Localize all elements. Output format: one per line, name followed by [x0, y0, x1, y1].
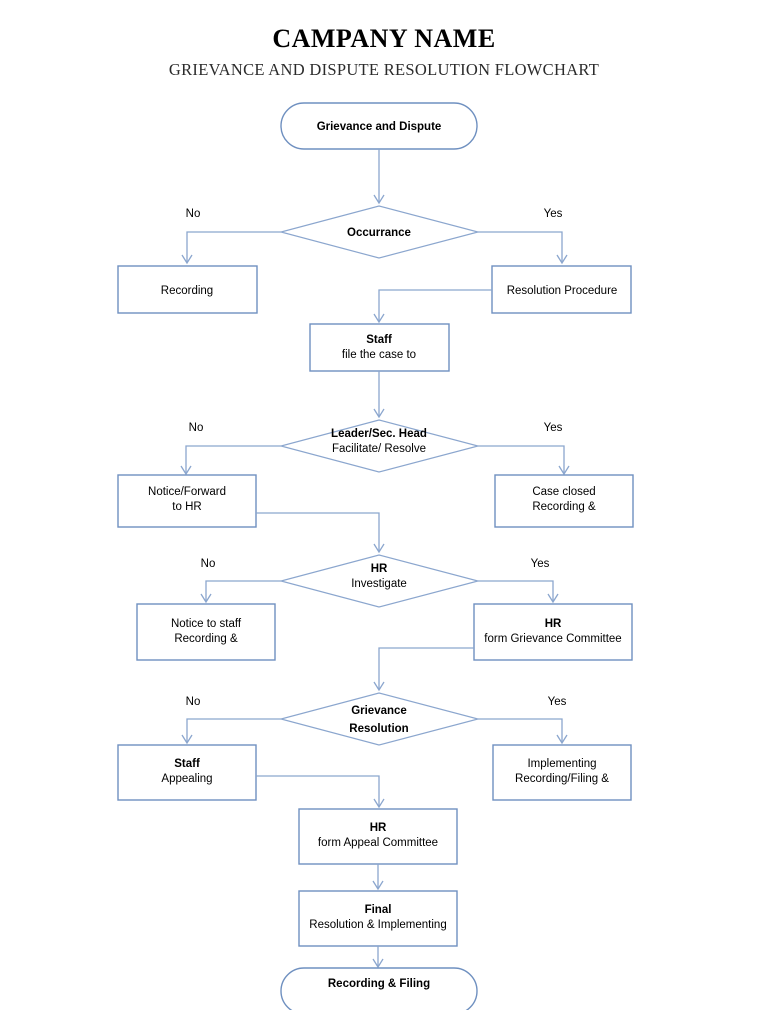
node-implementing[interactable]: Implementing Recording/Filing & [492, 744, 632, 801]
node-staff-file-label-line1: Staff [366, 334, 392, 346]
staff-appealing-box-shape [117, 744, 257, 801]
node-resolution-procedure[interactable]: Resolution Procedure [491, 265, 632, 314]
node-end-label: Recording & Filing [328, 978, 430, 990]
staff-file-box-shape [309, 323, 450, 372]
connector-appeal-to-final [372, 864, 384, 891]
document-header: CAMPANY NAME GRIEVANCE AND DISPUTE RESOL… [0, 0, 768, 80]
node-hr-appeal-label-line1: HR [370, 822, 387, 834]
case-closed-box-shape [494, 474, 634, 528]
node-notice-forward-hr-label-line1: Notice/Forward [148, 486, 226, 498]
node-implementing-label-line2: Recording/Filing & [515, 773, 609, 785]
decision-leader-shape [278, 419, 481, 473]
connector-staff-to-leader [373, 371, 385, 419]
branch-label-hr-yes: Yes [531, 558, 550, 570]
node-end[interactable]: Recording & Filing [280, 967, 478, 1015]
hr-grievance-committee-box-shape [473, 603, 633, 661]
implementing-box-shape [492, 744, 632, 801]
connector-appealing-to-appeal-committee [256, 775, 385, 809]
connector-grievance-no [181, 718, 281, 745]
node-notice-to-staff[interactable]: Notice to staff Recording & [136, 603, 276, 661]
node-staff-appealing-label-line2: Appealing [161, 773, 212, 785]
node-decision-grievance-resolution[interactable]: Grievance Resolution [278, 692, 481, 746]
node-staff-appealing-label-line1: Staff [174, 758, 200, 770]
node-notice-to-staff-label-line2: Recording & [174, 633, 238, 645]
node-staff-file-label-line2: file the case to [342, 349, 416, 361]
page-title: CAMPANY NAME [272, 24, 496, 53]
node-hr-appeal-committee[interactable]: HR form Appeal Committee [298, 808, 458, 865]
end-terminator-shape [280, 967, 478, 1015]
node-hr-grievance-label-line2: form Grievance Committee [484, 633, 621, 645]
decision-occurrance-shape [278, 205, 481, 259]
node-notice-forward-hr[interactable]: Notice/Forward to HR [117, 474, 257, 528]
node-final-resolution[interactable]: Final Resolution & Implementing [298, 890, 458, 947]
resolution-procedure-box-shape [491, 265, 632, 314]
node-hr-grievance-label-line1: HR [545, 618, 562, 630]
node-notice-forward-hr-label-line2: to HR [172, 501, 201, 513]
node-decision-leader[interactable]: Leader/Sec. Head Facilitate/ Resolve [278, 419, 481, 473]
node-final-resolution-label-line1: Final [365, 904, 392, 916]
node-decision-leader-label-line2: Facilitate/ Resolve [332, 443, 426, 455]
page-bottom-mask [0, 1010, 768, 1024]
decision-hr-investigate-shape [278, 554, 481, 608]
branch-label-leader-yes: Yes [544, 422, 563, 434]
connector-grievance-committee-to-decision [373, 647, 474, 692]
node-decision-grievance-label-line2: Resolution [349, 723, 408, 735]
node-resolution-procedure-label: Resolution Procedure [507, 285, 618, 297]
page-subtitle: GRIEVANCE AND DISPUTE RESOLUTION FLOWCHA… [168, 59, 600, 79]
node-notice-to-staff-label-line1: Notice to staff [171, 618, 242, 630]
decision-grievance-resolution-shape [278, 692, 481, 746]
branch-label-leader-no: No [189, 422, 204, 434]
notice-forward-hr-box-shape [117, 474, 257, 528]
node-final-resolution-label-line2: Resolution & Implementing [309, 919, 446, 931]
branch-label-grievance-yes: Yes [548, 696, 567, 708]
node-implementing-label-line1: Implementing [527, 758, 596, 770]
connector-start-to-occurrance [373, 149, 385, 205]
recording-box-shape [117, 265, 258, 314]
node-recording[interactable]: Recording [117, 265, 258, 314]
node-decision-leader-label-line1: Leader/Sec. Head [331, 428, 427, 440]
notice-to-staff-box-shape [136, 603, 276, 661]
connector-occurrance-yes [478, 231, 568, 265]
branch-label-hr-no: No [201, 558, 216, 570]
connector-notice-to-hr-decision [256, 512, 385, 554]
node-case-closed-label-line1: Case closed [532, 486, 595, 498]
branch-label-occurrance-yes: Yes [544, 208, 563, 220]
node-start-label: Grievance and Dispute [317, 121, 442, 133]
connector-occurrance-no [181, 231, 281, 265]
node-decision-occurrance[interactable]: Occurrance [278, 205, 481, 259]
node-hr-appeal-label-line2: form Appeal Committee [318, 837, 438, 849]
connector-resolution-to-staff [373, 289, 492, 324]
node-start[interactable]: Grievance and Dispute [280, 102, 478, 150]
node-decision-grievance-label-line1: Grievance [351, 705, 407, 717]
node-decision-occurrance-label: Occurrance [347, 227, 411, 239]
connector-final-to-end [372, 946, 384, 969]
final-resolution-box-shape [298, 890, 458, 947]
branch-label-grievance-no: No [186, 696, 201, 708]
connector-leader-no [180, 445, 281, 476]
node-recording-label: Recording [161, 285, 213, 297]
node-hr-grievance-committee[interactable]: HR form Grievance Committee [473, 603, 633, 661]
node-staff-appealing[interactable]: Staff Appealing [117, 744, 257, 801]
hr-appeal-committee-box-shape [298, 808, 458, 865]
node-case-closed[interactable]: Case closed Recording & [494, 474, 634, 528]
node-decision-hr-label-line1: HR [371, 563, 388, 575]
connector-grievance-yes [478, 718, 568, 745]
node-staff-file[interactable]: Staff file the case to [309, 323, 450, 372]
branch-label-occurrance-no: No [186, 208, 201, 220]
connector-hr-no [200, 580, 281, 604]
connector-hr-yes [478, 580, 559, 604]
connector-leader-yes [478, 445, 570, 476]
node-decision-hr-label-line2: Investigate [351, 578, 407, 590]
node-decision-hr-investigate[interactable]: HR Investigate [278, 554, 481, 608]
node-case-closed-label-line2: Recording & [532, 501, 596, 513]
